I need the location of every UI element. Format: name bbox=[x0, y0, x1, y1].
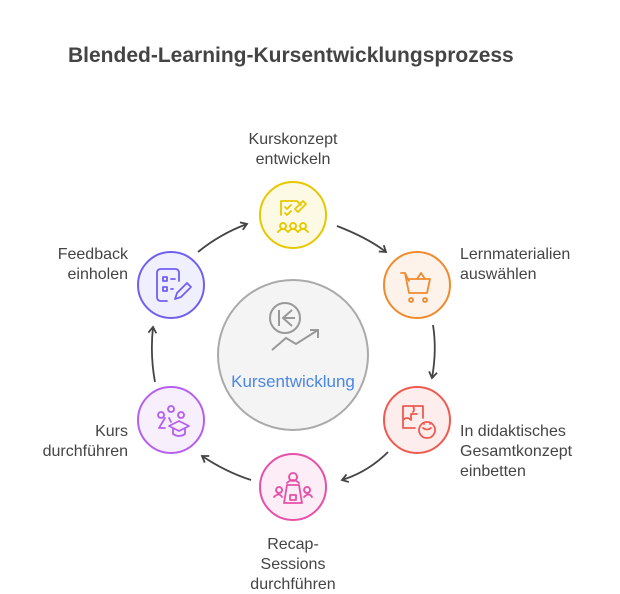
graduation-cap-icon bbox=[157, 405, 190, 437]
puzzle-face-icon bbox=[402, 405, 436, 439]
step-circle bbox=[137, 251, 205, 319]
arrow-5 bbox=[147, 325, 158, 383]
shopping-cart-icon bbox=[400, 272, 431, 303]
step-node-1 bbox=[259, 181, 327, 249]
step-circle bbox=[383, 251, 451, 319]
diagram-title: Blended-Learning-Kursentwicklungsprozess bbox=[68, 44, 514, 67]
step-node-4 bbox=[259, 453, 327, 521]
step-node-6 bbox=[137, 251, 205, 319]
decline-growth-icon bbox=[269, 302, 319, 351]
arrow-1 bbox=[336, 225, 388, 253]
step-node-5 bbox=[137, 386, 205, 454]
step-node-3 bbox=[383, 386, 451, 454]
cycle-arrows bbox=[147, 221, 438, 483]
center-node bbox=[217, 279, 369, 431]
arrow-6 bbox=[197, 221, 249, 253]
form-pencil-icon bbox=[156, 268, 192, 302]
meeting-table-icon bbox=[273, 472, 313, 504]
step-circle bbox=[259, 453, 327, 521]
checklist-team-icon bbox=[277, 200, 309, 233]
step-circle bbox=[383, 386, 451, 454]
center-label: Kursentwicklung bbox=[231, 372, 355, 391]
arrow-2 bbox=[428, 324, 438, 380]
step-circle bbox=[259, 181, 327, 249]
arrow-3 bbox=[340, 451, 389, 483]
step-node-2 bbox=[383, 251, 451, 319]
arrow-4 bbox=[200, 455, 252, 481]
